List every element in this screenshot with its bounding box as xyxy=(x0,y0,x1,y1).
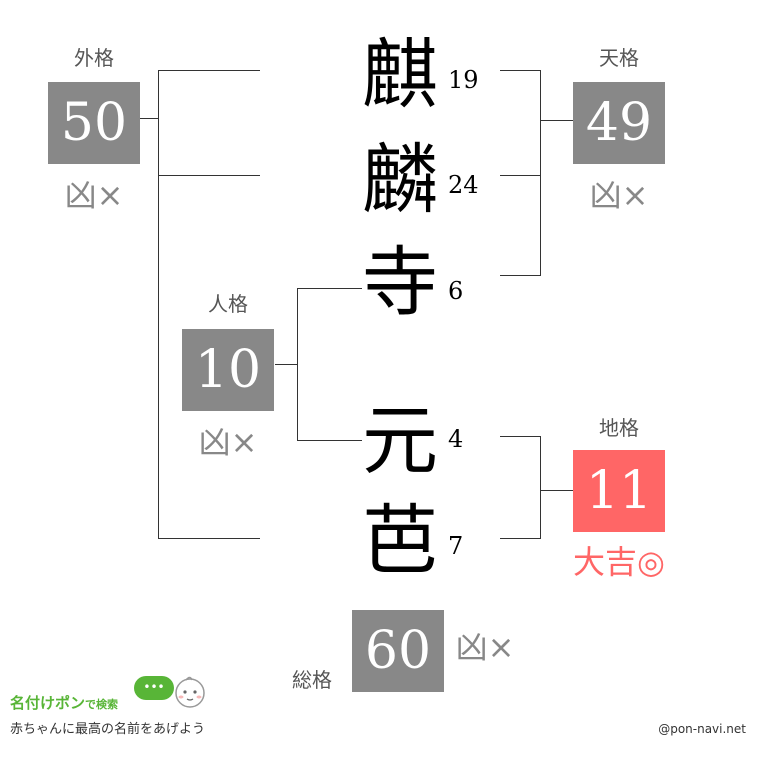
gaikaku-bracket-bottom xyxy=(158,538,260,539)
gaikaku-bracket-top xyxy=(158,70,260,71)
logo-title-suffix: で検索 xyxy=(85,698,119,711)
logo-tagline: 赤ちゃんに最高の名前をあげよう xyxy=(10,722,206,737)
jinkaku-connector xyxy=(275,364,298,365)
tenkaku-bracket-bottom xyxy=(500,275,540,276)
given-char-2: 芭 xyxy=(362,496,438,585)
logo-title-main: 名付けポン xyxy=(10,694,86,712)
chikaku-bracket-top xyxy=(500,436,540,437)
surname-char-1-strokes: 19 xyxy=(448,66,479,94)
chikaku-verdict: 大吉◎ xyxy=(573,543,665,581)
soukaku-verdict: 凶× xyxy=(455,628,515,666)
given-char-2-strokes: 7 xyxy=(448,532,464,560)
baby-face-icon xyxy=(175,676,205,708)
tenkaku-bracket-mid xyxy=(500,175,540,176)
chikaku-bracket-bottom xyxy=(500,538,540,539)
jinkaku-bracket-bottom xyxy=(297,440,362,441)
gaikaku-connector xyxy=(140,118,159,119)
given-char-1-strokes: 4 xyxy=(448,425,464,453)
soukaku-label: 総格 xyxy=(292,668,332,692)
tenkaku-bracket-top xyxy=(500,70,540,71)
gaikaku-label: 外格 xyxy=(74,46,114,70)
jinkaku-bracket-top xyxy=(297,288,362,289)
tenkaku-value-box: 49 xyxy=(573,82,665,164)
jinkaku-verdict: 凶× xyxy=(198,423,258,461)
logo-chat-bubble-icon: ••• xyxy=(134,676,174,700)
soukaku-value-box: 60 xyxy=(352,610,444,692)
chikaku-bracket-vertical xyxy=(540,436,541,539)
surname-char-3-strokes: 6 xyxy=(448,277,464,305)
logo-bubble-dots: ••• xyxy=(143,680,165,694)
tenkaku-bracket-vertical xyxy=(540,70,541,276)
surname-char-2-strokes: 24 xyxy=(448,171,479,199)
chikaku-label: 地格 xyxy=(599,416,639,440)
gaikaku-value-box: 50 xyxy=(48,82,140,164)
gaikaku-bracket-mid xyxy=(158,175,260,176)
site-credit: @pon-navi.net xyxy=(658,722,746,736)
surname-char-3: 寺 xyxy=(362,238,438,327)
gaikaku-bracket-vertical xyxy=(158,70,159,539)
tenkaku-verdict: 凶× xyxy=(589,176,649,214)
surname-char-2: 麟 xyxy=(362,135,438,224)
jinkaku-label: 人格 xyxy=(208,292,248,316)
chikaku-connector xyxy=(540,490,573,491)
chikaku-value-box: 11 xyxy=(573,450,665,532)
logo-title: 名付けポンで検索 xyxy=(10,692,118,713)
surname-char-1: 麒 xyxy=(362,30,438,119)
tenkaku-label: 天格 xyxy=(599,46,639,70)
given-char-1: 元 xyxy=(362,396,438,485)
tenkaku-connector xyxy=(540,120,573,121)
gaikaku-verdict: 凶× xyxy=(64,176,124,214)
jinkaku-value-box: 10 xyxy=(182,329,274,411)
